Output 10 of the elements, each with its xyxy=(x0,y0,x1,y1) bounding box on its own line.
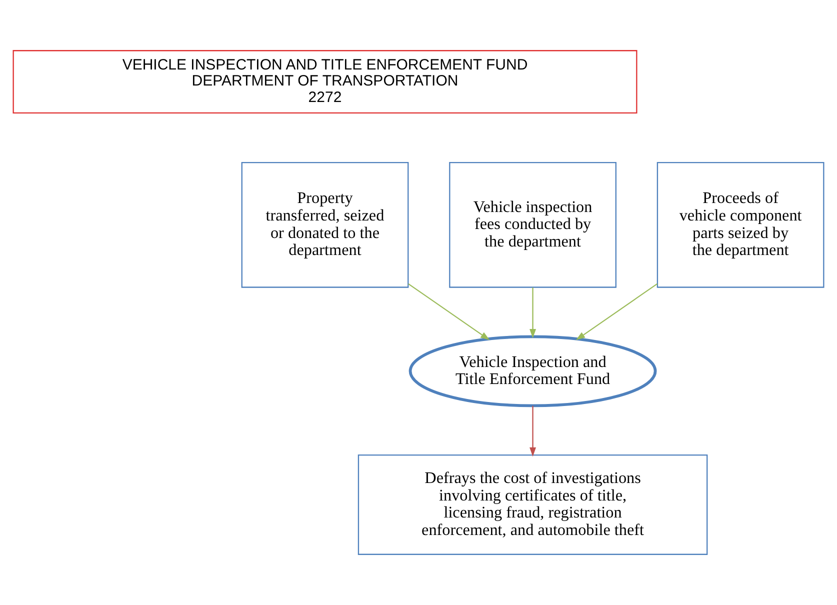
node-box: VEHICLE INSPECTION AND TITLE ENFORCEMENT FUND DEPARTMENT OF TRANSPORTATION 2272 xyxy=(12,50,638,114)
arrow xyxy=(530,406,536,457)
node-box: Vehicle inspection fees conducted by the department xyxy=(449,162,616,288)
node-box: Defrays the cost of investigations involving certificates of title, licensing fraud, registration enforcement, and automobile theft xyxy=(358,454,708,555)
node-box: Property transferred, seized or donated to the department xyxy=(241,162,409,288)
node-ellipse: Vehicle Inspection and Title Enforcement Fund xyxy=(408,335,657,408)
node-box: Proceeds of vehicle component parts seized by the department xyxy=(656,162,824,288)
arrow xyxy=(408,283,490,340)
arrow xyxy=(530,288,536,338)
arrow xyxy=(576,283,658,340)
